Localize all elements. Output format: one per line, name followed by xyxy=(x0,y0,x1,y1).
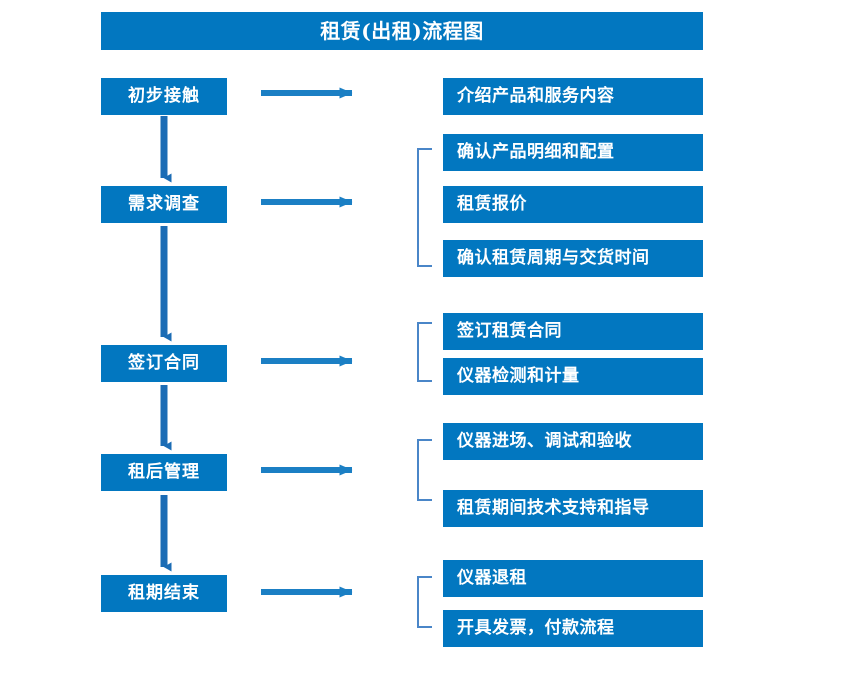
detail-box-2-2[interactable]: 租赁报价 xyxy=(443,186,703,223)
stage-label: 初步接触 xyxy=(128,86,200,106)
detail-label: 租赁期间技术支持和指导 xyxy=(457,498,650,518)
detail-label: 租赁报价 xyxy=(457,194,527,214)
detail-box-5-2[interactable]: 开具发票，付款流程 xyxy=(443,610,703,647)
detail-box-2-3[interactable]: 确认租赁周期与交货时间 xyxy=(443,240,703,277)
stage-box-5[interactable]: 租期结束 xyxy=(101,575,227,612)
detail-label: 签订租赁合同 xyxy=(457,321,562,341)
detail-box-3-2[interactable]: 仪器检测和计量 xyxy=(443,358,703,395)
stage-box-1[interactable]: 初步接触 xyxy=(101,78,227,115)
detail-label: 确认租赁周期与交货时间 xyxy=(457,248,650,268)
group-bracket-stage5 xyxy=(417,576,432,628)
detail-label: 介绍产品和服务内容 xyxy=(457,86,615,106)
detail-label: 仪器进场、调试和验收 xyxy=(457,431,632,451)
detail-box-3-1[interactable]: 签订租赁合同 xyxy=(443,313,703,350)
stage-box-4[interactable]: 租后管理 xyxy=(101,454,227,491)
stage-label: 租期结束 xyxy=(128,583,200,603)
detail-box-5-1[interactable]: 仪器退租 xyxy=(443,560,703,597)
stage-box-3[interactable]: 签订合同 xyxy=(101,345,227,382)
detail-box-4-2[interactable]: 租赁期间技术支持和指导 xyxy=(443,490,703,527)
detail-label: 开具发票，付款流程 xyxy=(457,618,615,638)
detail-box-1-1[interactable]: 介绍产品和服务内容 xyxy=(443,78,703,115)
group-bracket-stage3 xyxy=(417,322,432,382)
stage-box-2[interactable]: 需求调查 xyxy=(101,186,227,223)
detail-box-4-1[interactable]: 仪器进场、调试和验收 xyxy=(443,423,703,460)
chart-title-text: 租赁(出租)流程图 xyxy=(320,19,484,43)
chart-title-bar: 租赁(出租)流程图 xyxy=(101,12,703,50)
detail-label: 仪器退租 xyxy=(457,568,527,588)
group-bracket-stage2 xyxy=(417,148,432,267)
detail-label: 确认产品明细和配置 xyxy=(457,142,615,162)
group-bracket-stage4 xyxy=(417,439,432,501)
detail-box-2-1[interactable]: 确认产品明细和配置 xyxy=(443,134,703,171)
stage-label: 租后管理 xyxy=(128,462,200,482)
stage-label: 签订合同 xyxy=(128,353,200,373)
stage-label: 需求调查 xyxy=(128,194,200,214)
detail-label: 仪器检测和计量 xyxy=(457,366,580,386)
